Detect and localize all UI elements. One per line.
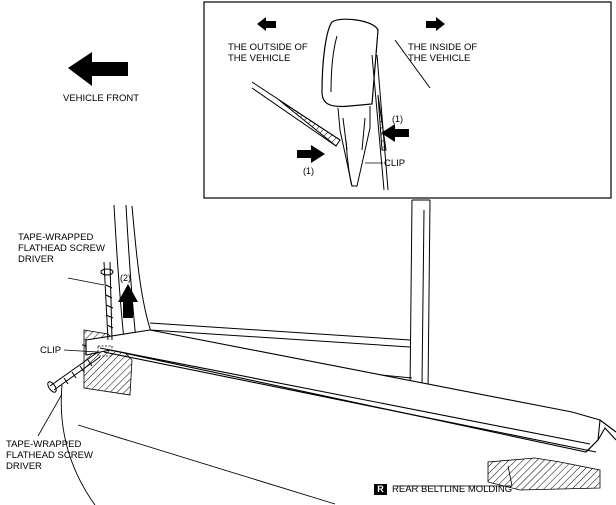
inside-direction-arrow-icon — [426, 17, 445, 31]
inside-label-line2: THE VEHICLE — [408, 53, 471, 64]
main-clip-label: CLIP — [40, 345, 62, 356]
inset-structure — [251, 18, 431, 191]
outside-direction-arrow-icon — [257, 17, 276, 31]
vehicle-front-arrow-icon — [68, 52, 128, 86]
inset-clip-label: CLIP — [384, 158, 406, 169]
part-name-label: REAR BELTLINE MOLDING — [392, 484, 513, 495]
part-badge: R — [374, 484, 387, 495]
inside-label-line1: THE INSIDE OF — [408, 42, 478, 53]
tool-bottom-label-line3: DRIVER — [6, 461, 42, 472]
leader-lines — [37, 277, 513, 487]
tool-bottom-label-line2: FLATHEAD SCREW — [6, 450, 93, 461]
screwdriver-bottom — [47, 351, 101, 393]
outside-label-line2: THE VEHICLE — [228, 53, 291, 64]
push-arrow-right-icon — [297, 145, 325, 163]
vehicle-front-label: VEHICLE FRONT — [63, 93, 140, 104]
tool-top-label-line3: DRIVER — [18, 254, 54, 265]
clip-detail-inset — [203, 1, 612, 199]
tool-bottom-label-line1: TAPE-WRAPPED — [6, 439, 82, 450]
lift-arrow-icon — [118, 284, 138, 318]
outside-label-line1: THE OUTSIDE OF — [228, 42, 308, 53]
callout-1-left: (1) — [303, 166, 314, 176]
screwdriver-top — [100, 261, 114, 341]
hidden-clip — [97, 345, 113, 357]
callout-2: (2) — [120, 273, 131, 283]
door-frame — [113, 199, 431, 393]
callout-1-right: (1) — [392, 114, 403, 124]
tool-top-label-line2: FLATHEAD SCREW — [18, 243, 105, 254]
push-arrow-left-icon — [381, 124, 409, 142]
tool-top-label-line1: TAPE-WRAPPED — [18, 232, 94, 243]
rear-beltline-molding — [85, 329, 616, 453]
